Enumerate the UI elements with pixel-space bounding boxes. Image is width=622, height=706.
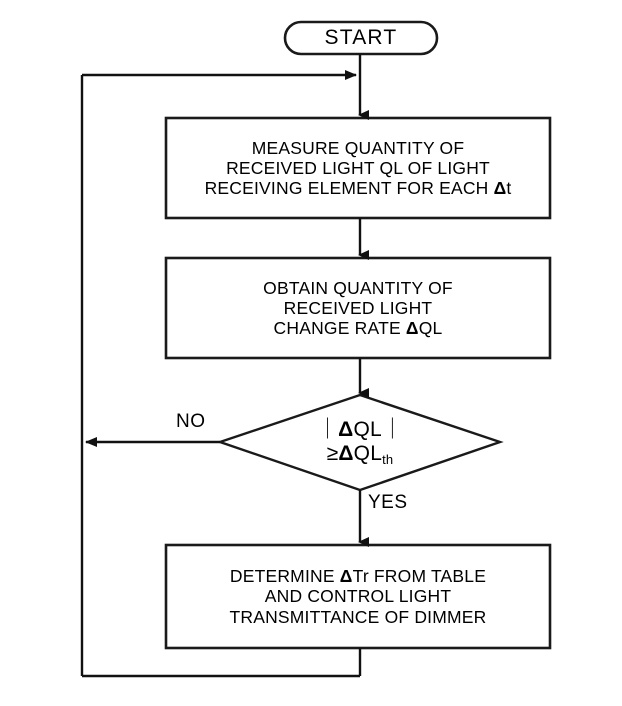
process-box-2-line-3: CHANGE RATE ΔQL xyxy=(274,318,443,338)
decision-condition-line-2: ≥ΔQLth xyxy=(326,442,394,467)
process-box-1-shape xyxy=(164,116,552,220)
process-box-1-label: MEASURE QUANTITY OF RECEIVED LIGHT QL OF… xyxy=(166,118,550,218)
process-box-2-label: OBTAIN QUANTITY OF RECEIVED LIGHT CHANGE… xyxy=(166,258,550,358)
greater-equal-icon: ≥ xyxy=(326,442,339,465)
delta-symbol: Δ xyxy=(339,566,353,587)
process-box-1-line-2: RECEIVED LIGHT QL OF LIGHT xyxy=(226,157,490,178)
decision-condition-line-1: ｜ΔQL｜ xyxy=(317,418,403,442)
delta-symbol: Δ xyxy=(405,318,419,339)
process-box-4-line-3: TRANSMITTANCE OF DIMMER xyxy=(229,606,487,627)
process-box-2-line-2: RECEIVED LIGHT xyxy=(283,297,433,318)
branch-label-yes: YES xyxy=(368,492,408,513)
process-box-1-line-3-post: t xyxy=(506,178,512,199)
decision-ql-threshold: QL xyxy=(353,442,383,465)
process-box-4-line-1-post: Tr FROM TABLE xyxy=(352,566,487,587)
process-box-4-line-1-pre: DETERMINE xyxy=(229,566,340,587)
decision-ql: QL xyxy=(353,418,382,442)
decision-threshold-subscript: th xyxy=(382,452,394,467)
delta-symbol: Δ xyxy=(338,418,354,442)
delta-symbol: Δ xyxy=(493,178,507,199)
process-box-2-line-3-pre: CHANGE RATE xyxy=(273,318,406,339)
process-box-1-line-3-pre: RECEIVING ELEMENT FOR EACH xyxy=(204,178,494,199)
delta-symbol: Δ xyxy=(338,442,354,465)
start-terminator-label: START xyxy=(324,25,398,49)
process-box-4-line-1: DETERMINE ΔTr FROM TABLE xyxy=(230,566,486,586)
branch-label-no: NO xyxy=(176,411,206,432)
abs-open-bar: ｜ xyxy=(316,418,339,442)
process-box-4-label: DETERMINE ΔTr FROM TABLE AND CONTROL LIG… xyxy=(166,545,550,648)
process-box-1-line-3: RECEIVING ELEMENT FOR EACH Δt xyxy=(205,178,512,198)
process-box-2-line-3-post: QL xyxy=(418,318,443,339)
process-box-1-line-1: MEASURE QUANTITY OF xyxy=(251,137,465,158)
decision-diamond-label: ｜ΔQL｜ ≥ΔQLth xyxy=(230,398,490,486)
abs-close-bar: ｜ xyxy=(381,418,404,442)
process-box-4-line-2: AND CONTROL LIGHT xyxy=(264,586,452,607)
process-box-2-line-1: OBTAIN QUANTITY OF xyxy=(263,277,453,298)
